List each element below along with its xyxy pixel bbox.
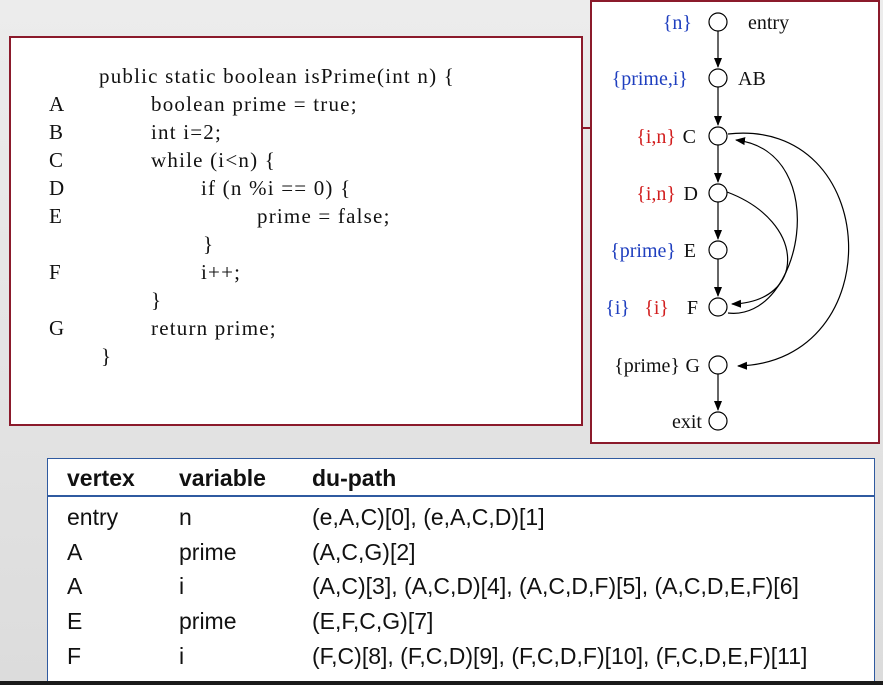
table-row: E prime (E,F,C,G)[7] (48, 605, 874, 639)
line-label: G (49, 316, 65, 340)
cell-vertex: F (67, 643, 82, 669)
line-text: } (203, 232, 215, 256)
node-d-name: D (684, 183, 698, 205)
cell-du-path: (F,C)[8], (F,C,D)[9], (F,C,D,F)[10], (F,… (312, 643, 808, 669)
line-label: F (49, 260, 61, 284)
line-text: i++; (201, 260, 242, 284)
node-e-defs: {prime} (610, 240, 676, 262)
line-label: A (49, 92, 65, 116)
node-c-uses: {i,n} (636, 126, 676, 148)
bottom-bar (0, 681, 883, 685)
node-ab-defs: {prime,i} (612, 68, 688, 90)
cell-variable: i (179, 643, 185, 669)
line-label: C (49, 148, 64, 172)
control-flow-graph: {n} entry {prime,i} AB {i,n} C {i,n} D {… (590, 0, 880, 444)
cell-du-path: (E,F,C,G)[7] (312, 608, 434, 634)
node-e (708, 240, 728, 260)
node-f-name: F (687, 297, 698, 319)
node-entry (708, 12, 728, 32)
line-text: } (101, 344, 113, 368)
node-d-uses: {i,n} (636, 183, 676, 205)
node-f-uses: {i} (644, 297, 669, 319)
panel-connector (583, 127, 591, 129)
cell-variable: prime (179, 608, 237, 634)
line-text: if (n %i == 0) { (201, 176, 352, 200)
header-du-path: du-path (312, 465, 397, 491)
node-entry-defs: {n} (663, 12, 692, 34)
graph-canvas: {n} entry {prime,i} AB {i,n} C {i,n} D {… (605, 12, 850, 433)
table-header: vertex variable du-path (48, 459, 874, 497)
node-d (708, 183, 728, 203)
node-c-name: C (683, 126, 696, 148)
line-label: B (49, 120, 64, 144)
node-g-name: G (686, 355, 700, 377)
node-exit (708, 411, 728, 431)
line-text: while (i<n) { (151, 148, 276, 172)
du-path-table: vertex variable du-path entry n (e,A,C)[… (47, 458, 875, 683)
line-label: D (49, 176, 65, 200)
line-text: return prime; (151, 316, 277, 340)
code-panel: public static boolean isPrime(int n) { A… (9, 36, 583, 426)
table-row: F i (F,C)[8], (F,C,D)[9], (F,C,D,F)[10],… (48, 640, 874, 674)
line-label: E (49, 204, 62, 228)
edge-d-f (726, 191, 789, 308)
node-ab (708, 68, 728, 88)
line-text: int i=2; (151, 120, 223, 144)
line-text: boolean prime = true; (151, 92, 358, 116)
cell-vertex: A (67, 573, 83, 599)
node-ab-name: AB (738, 68, 766, 90)
cell-du-path: (A,C)[3], (A,C,D)[4], (A,C,D,F)[5], (A,C… (312, 573, 799, 599)
cell-vertex: entry (67, 504, 119, 530)
header-vertex: vertex (67, 465, 135, 491)
cell-variable: i (179, 573, 185, 599)
edge-c-g (727, 132, 850, 370)
node-entry-name: entry (748, 12, 789, 34)
line-text: public static boolean isPrime(int n) { (99, 64, 456, 88)
cell-vertex: E (67, 608, 83, 634)
node-e-name: E (684, 240, 696, 262)
table-row: entry n (e,A,C)[0], (e,A,C,D)[1] (48, 501, 874, 535)
cell-du-path: (A,C,G)[2] (312, 539, 416, 565)
node-f-defs: {i} (605, 297, 630, 319)
edge-f-c (727, 137, 798, 314)
node-f (708, 297, 728, 317)
line-text: } (151, 288, 163, 312)
header-variable: variable (179, 465, 266, 491)
node-g (708, 355, 728, 375)
table-row: A prime (A,C,G)[2] (48, 536, 874, 570)
cell-vertex: A (67, 539, 83, 565)
node-g-uses: {prime} (614, 355, 680, 377)
node-c (708, 126, 728, 146)
table-row: A i (A,C)[3], (A,C,D)[4], (A,C,D,F)[5], … (48, 570, 874, 604)
line-text: prime = false; (257, 204, 391, 228)
cell-du-path: (e,A,C)[0], (e,A,C,D)[1] (312, 504, 545, 530)
cell-variable: prime (179, 539, 237, 565)
node-exit-name: exit (672, 411, 702, 433)
cell-variable: n (179, 504, 192, 530)
